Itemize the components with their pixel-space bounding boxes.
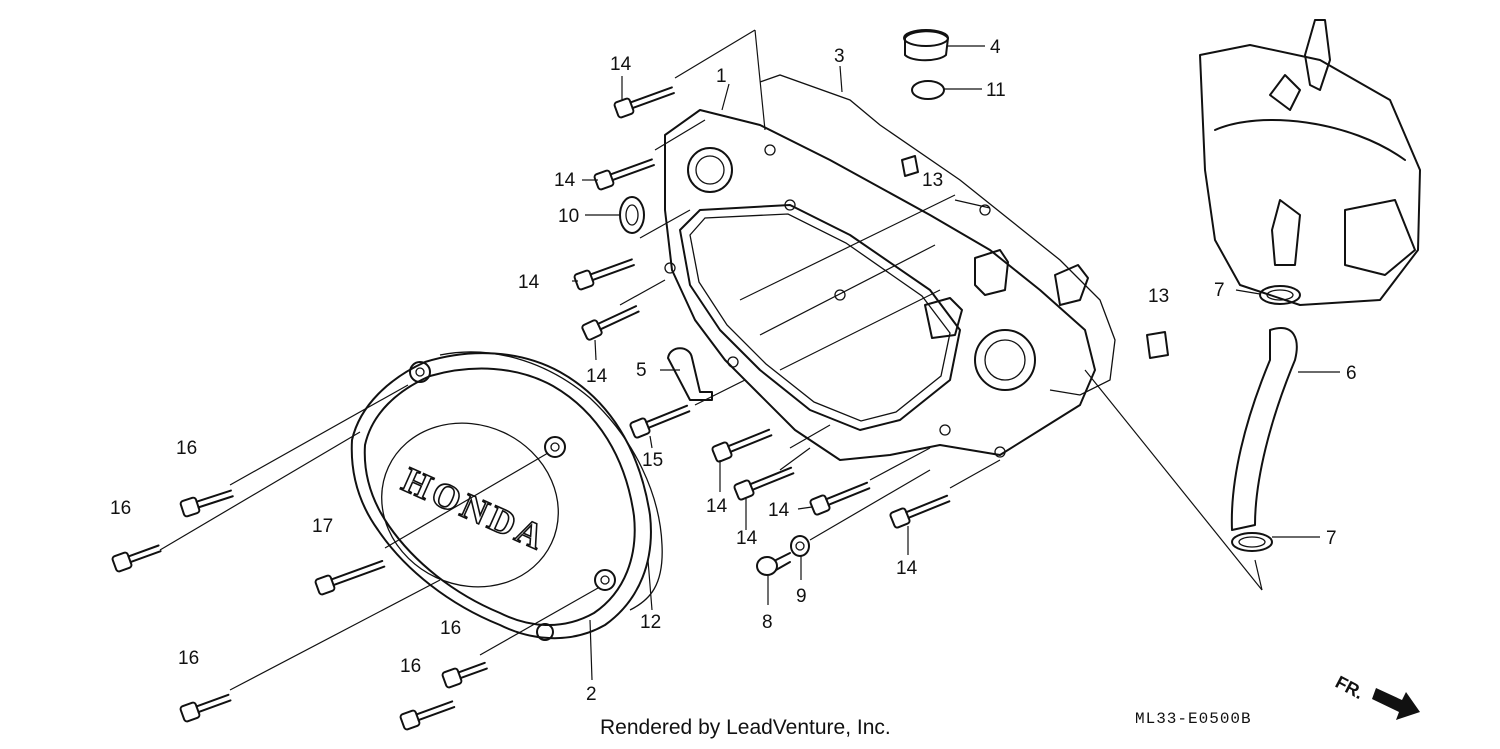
outer-cover-gasket[interactable] — [439, 351, 663, 611]
diagram-code: ML33-E0500B — [1135, 710, 1252, 728]
crankcase-cover-gasket[interactable] — [759, 74, 1116, 396]
callout-labels: 1 2 3 4 5 6 7 7 8 9 10 11 12 13 13 14 14… — [110, 37, 1357, 705]
hose-clamp-lower[interactable] — [1231, 532, 1273, 552]
callout-13-upper: 13 — [922, 170, 943, 191]
pipe-guide[interactable] — [667, 347, 713, 401]
callout-16-a: 16 — [176, 438, 197, 459]
callout-15: 15 — [642, 450, 663, 471]
callout-14-e: 14 — [706, 496, 728, 517]
callout-10: 10 — [558, 206, 579, 227]
callout-1: 1 — [716, 66, 727, 87]
callout-9: 9 — [796, 586, 807, 607]
sealing-washer[interactable] — [790, 535, 810, 557]
front-direction-indicator: FR. — [1332, 672, 1420, 720]
callout-14-a: 14 — [610, 54, 632, 75]
callout-11: 11 — [986, 80, 1006, 101]
cover-brand-text: HONDA — [396, 459, 553, 558]
callout-8: 8 — [762, 612, 773, 633]
render-credit: Rendered by LeadVenture, Inc. — [600, 716, 891, 739]
drain-bolt[interactable] — [756, 552, 791, 576]
callout-16-c: 16 — [178, 648, 199, 669]
callout-14-c: 14 — [518, 272, 540, 293]
hose-clamp-upper[interactable] — [1259, 285, 1301, 305]
o-ring[interactable] — [911, 80, 945, 100]
oil-seal[interactable] — [619, 196, 645, 234]
callout-14-d: 14 — [586, 366, 608, 387]
callout-16-d: 16 — [440, 618, 461, 639]
callout-2: 2 — [586, 684, 597, 705]
oil-filler-cap[interactable] — [903, 29, 949, 62]
callout-16-e: 16 — [400, 656, 421, 677]
callout-6: 6 — [1346, 363, 1357, 384]
callout-4: 4 — [990, 37, 1001, 58]
callout-14-b: 14 — [554, 170, 576, 191]
callout-17: 17 — [312, 516, 333, 537]
callout-7-lower: 7 — [1326, 528, 1337, 549]
callout-3: 3 — [834, 46, 845, 67]
callout-16-b: 16 — [110, 498, 131, 519]
callout-14-h: 14 — [896, 558, 918, 579]
leader-lines — [159, 29, 1340, 691]
dowel-pin-lower[interactable] — [1146, 331, 1169, 359]
water-hose[interactable] — [1230, 327, 1298, 531]
fr-arrow-icon — [1372, 688, 1420, 720]
fr-label: FR. — [1332, 672, 1367, 703]
callout-5: 5 — [636, 360, 647, 381]
outer-clutch-cover[interactable]: HONDA — [350, 352, 652, 641]
callout-12: 12 — [640, 612, 661, 633]
flange-bolts[interactable] — [111, 83, 951, 731]
callout-14-g: 14 — [768, 500, 790, 521]
right-crankcase-cover[interactable] — [664, 109, 1096, 461]
cylinder-assembly — [1199, 19, 1421, 306]
dowel-pin-upper[interactable] — [901, 155, 919, 177]
callout-7-upper: 7 — [1214, 280, 1225, 301]
callout-13-lower: 13 — [1148, 286, 1169, 307]
callout-14-f: 14 — [736, 528, 758, 549]
